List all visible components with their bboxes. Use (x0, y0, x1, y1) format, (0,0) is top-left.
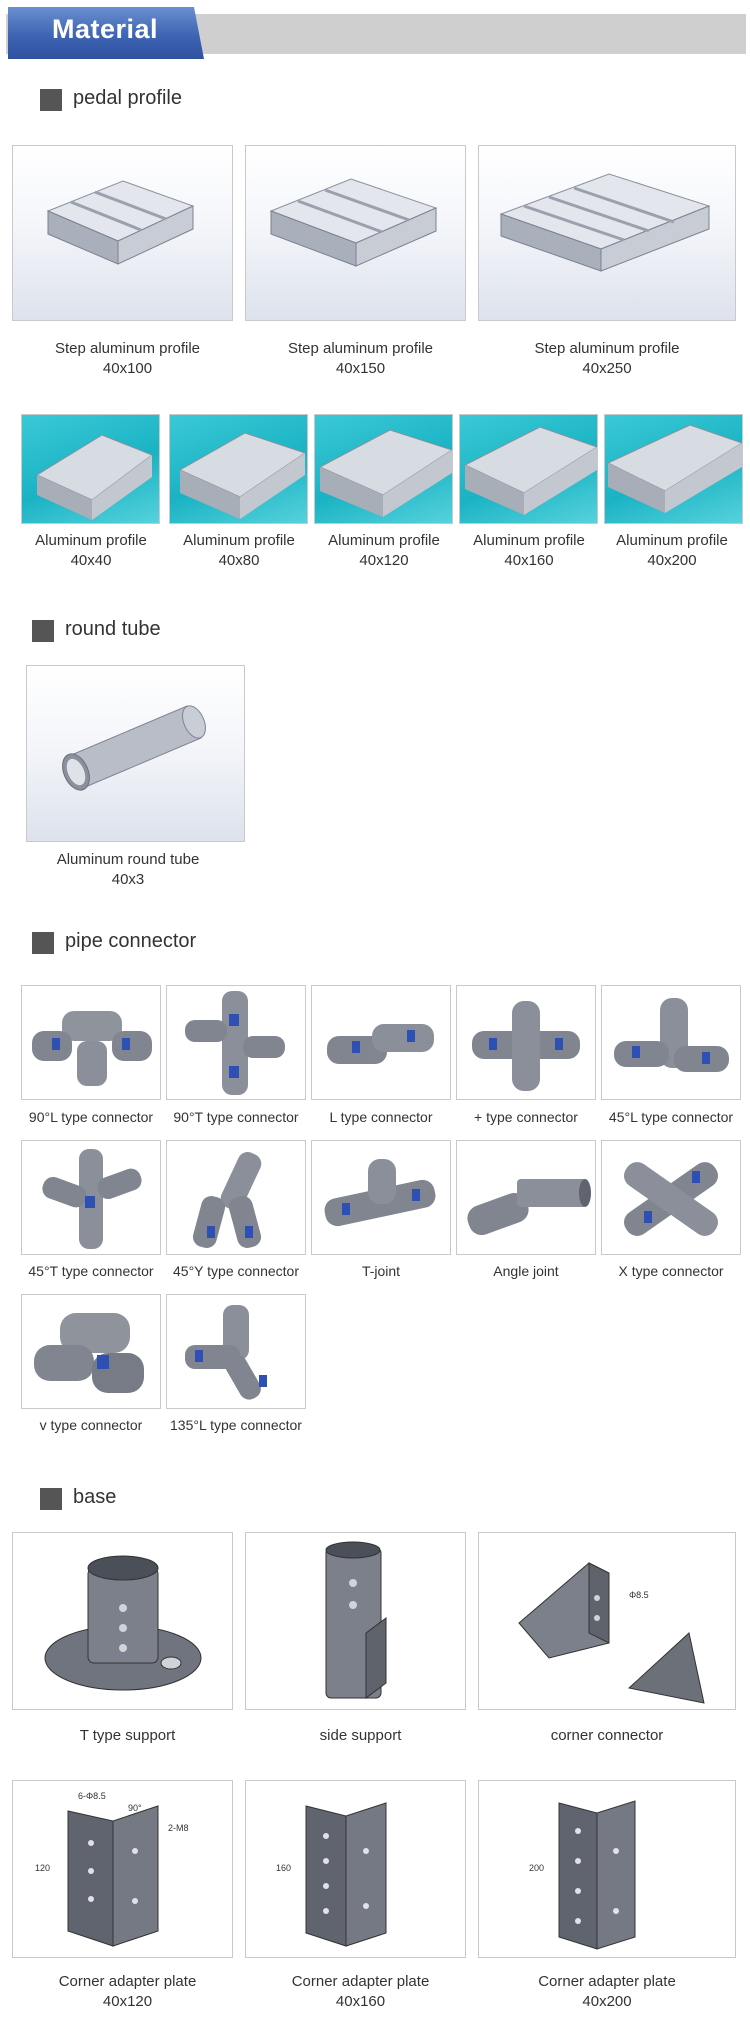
adapter-caption-2: Corner adapter plate 40x160 (245, 1972, 476, 2012)
connector-caption-1: 90°L type connector (28, 1109, 154, 1125)
connector-image-11 (21, 1294, 161, 1409)
profile-name-3: Aluminum profile (328, 532, 440, 549)
adapter-name-3: Corner adapter plate (538, 1973, 676, 1990)
drawing-label-holes: 6-Φ8.5 (78, 1791, 106, 1801)
drawing-label-thread: 2-M8 (168, 1823, 189, 1833)
connector-caption-7: 45°Y type connector (173, 1263, 299, 1279)
tube-caption: Aluminum round tube 40x3 (26, 850, 230, 890)
connector-caption-8: T-joint (361, 1263, 401, 1279)
tube-image (26, 665, 245, 842)
adapter-image-1: 6-Φ8.5 90° 2-M8 120 (12, 1780, 233, 1958)
section-bullet-icon (40, 89, 62, 111)
connector-caption-11: v type connector (39, 1417, 143, 1433)
drawing-label-angle: 90° (128, 1803, 142, 1813)
section-bullet-icon (32, 620, 54, 642)
connector-image-12 (166, 1294, 306, 1409)
connector-image-8 (311, 1140, 451, 1255)
connector-image-10 (601, 1140, 741, 1255)
profile-image-4 (459, 414, 598, 524)
base-caption-1: T type support (79, 1727, 176, 1744)
connector-image-6 (21, 1140, 161, 1255)
tube-name: Aluminum round tube (56, 851, 200, 868)
connector-caption-12: 135°L type connector (170, 1417, 302, 1433)
drawing-label-height: 120 (35, 1863, 50, 1873)
profile-caption-3: Aluminum profile 40x120 (304, 531, 464, 571)
base-image-1 (12, 1532, 233, 1710)
section-title-tube: round tube (65, 618, 161, 640)
profile-image-3 (314, 414, 453, 524)
profile-size-2: 40x80 (218, 552, 260, 569)
header-title: Material (52, 14, 159, 44)
connector-caption-9: Angle joint (493, 1263, 559, 1279)
section-title-connector: pipe connector (65, 930, 197, 952)
profile-name-1: Aluminum profile (35, 532, 147, 549)
adapter-size-2: 40x160 (335, 1993, 386, 2010)
connector-image-1 (21, 985, 161, 1100)
profile-image-2 (169, 414, 308, 524)
adapter-image-3: 200 (478, 1780, 736, 1958)
section-title-base: base (73, 1486, 117, 1508)
pedal-size-3: 40x250 (582, 360, 632, 377)
adapter-size-3: 40x200 (582, 1993, 632, 2010)
adapter-caption-3: Corner adapter plate 40x200 (478, 1972, 736, 2012)
connector-caption-4: + type connector (474, 1109, 578, 1125)
profile-size-5: 40x200 (647, 552, 697, 569)
adapter-image-2: 160 (245, 1780, 466, 1958)
adapter-size-1: 40x120 (102, 1993, 153, 2010)
pedal-image-2 (245, 145, 466, 321)
connector-image-4 (456, 985, 596, 1100)
pedal-caption-3: Step aluminum profile 40x250 (478, 339, 736, 379)
pedal-size-1: 40x100 (102, 360, 153, 377)
pedal-caption-1: Step aluminum profile 40x100 (12, 339, 243, 379)
pedal-name-3: Step aluminum profile (534, 340, 680, 357)
connector-caption-10: X type connector (618, 1263, 724, 1279)
profile-size-3: 40x120 (359, 552, 409, 569)
connector-caption-3: L type connector (329, 1109, 433, 1125)
adapter-name-1: Corner adapter plate (58, 1973, 197, 1990)
connector-caption-6: 45°T type connector (28, 1263, 154, 1279)
pedal-name-2: Step aluminum profile (287, 340, 434, 357)
connector-image-7 (166, 1140, 306, 1255)
section-title-pedal: pedal profile (73, 87, 182, 109)
drawing-label-hole: Φ8.5 (629, 1590, 649, 1600)
connector-image-2 (166, 985, 306, 1100)
tube-size: 40x3 (111, 871, 145, 888)
adapter-name-2: Corner adapter plate (291, 1973, 430, 1990)
connector-caption-5: 45°L type connector (608, 1109, 734, 1125)
connector-caption-2: 90°T type connector (173, 1109, 299, 1125)
base-image-3: Φ8.5 (478, 1532, 736, 1710)
profile-size-1: 40x40 (70, 552, 112, 569)
profile-name-2: Aluminum profile (183, 532, 295, 549)
base-caption-2: side support (319, 1727, 402, 1744)
section-bullet-icon (40, 1488, 62, 1510)
header-tab: Material (8, 7, 204, 59)
pedal-name-1: Step aluminum profile (54, 340, 201, 357)
profile-caption-2: Aluminum profile 40x80 (159, 531, 319, 571)
profile-size-4: 40x160 (504, 552, 554, 569)
pedal-size-2: 40x150 (335, 360, 386, 377)
drawing-label-height: 200 (529, 1863, 544, 1873)
base-image-2 (245, 1532, 466, 1710)
adapter-caption-1: Corner adapter plate 40x120 (12, 1972, 243, 2012)
profile-image-5 (604, 414, 743, 524)
section-bullet-icon (32, 932, 54, 954)
profile-caption-4: Aluminum profile 40x160 (449, 531, 609, 571)
pedal-image-3 (478, 145, 736, 321)
drawing-label-height: 160 (276, 1863, 291, 1873)
connector-image-9 (456, 1140, 596, 1255)
profile-caption-5: Aluminum profile 40x200 (594, 531, 750, 571)
base-caption-3: corner connector (550, 1727, 664, 1744)
profile-caption-1: Aluminum profile 40x40 (11, 531, 171, 571)
connector-image-5 (601, 985, 741, 1100)
profile-name-4: Aluminum profile (473, 532, 585, 549)
connector-image-3 (311, 985, 451, 1100)
pedal-image-1 (12, 145, 233, 321)
pedal-caption-2: Step aluminum profile 40x150 (245, 339, 476, 379)
profile-image-1 (21, 414, 160, 524)
profile-name-5: Aluminum profile (616, 532, 728, 549)
